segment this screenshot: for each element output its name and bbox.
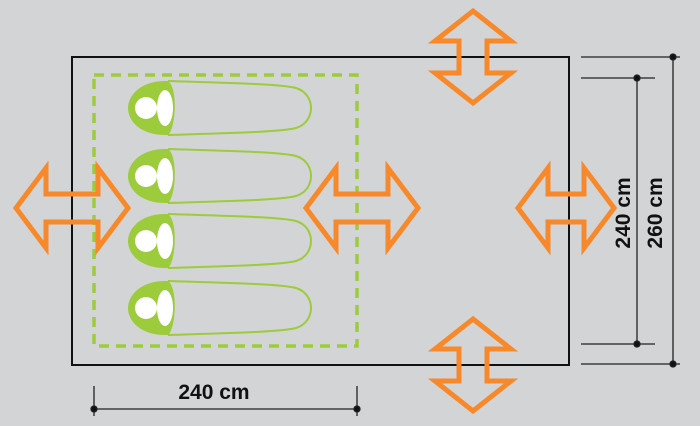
dimension-depth-inner — [581, 74, 655, 348]
sleeping-bag — [128, 80, 312, 136]
sleeping-bag — [128, 280, 312, 336]
sleeper-body-icon — [157, 90, 173, 126]
inner-tent-outline — [92, 73, 359, 348]
entrance-top-arrow-icon — [427, 7, 519, 107]
entrance-right-arrow-icon — [514, 160, 618, 256]
entrance-bottom-arrow-icon — [427, 315, 519, 415]
width-inner-label: 240 cm — [178, 381, 249, 404]
entrance-center-arrow-icon — [302, 160, 422, 256]
entrance-left-arrow-icon — [12, 160, 132, 256]
sleeper-body-icon — [157, 223, 173, 259]
sleeper-head-icon — [135, 230, 157, 252]
sleeping-bag — [128, 213, 312, 269]
sleeper-body-icon — [157, 158, 173, 194]
entrance-arrows — [12, 7, 618, 415]
sleeper-head-icon — [135, 297, 157, 319]
depth-outer-label: 260 cm — [644, 177, 667, 248]
sleeping-bag — [128, 148, 312, 204]
depth-inner-label: 240 cm — [612, 177, 635, 248]
sleeper-head-icon — [135, 165, 157, 187]
dimension-width-inner — [90, 386, 361, 416]
tent-outline — [71, 56, 570, 366]
sleeper-head-icon — [135, 97, 157, 119]
sleeping-places — [128, 80, 312, 336]
dimension-depth-outer — [581, 53, 680, 368]
sleeper-body-icon — [157, 290, 173, 326]
